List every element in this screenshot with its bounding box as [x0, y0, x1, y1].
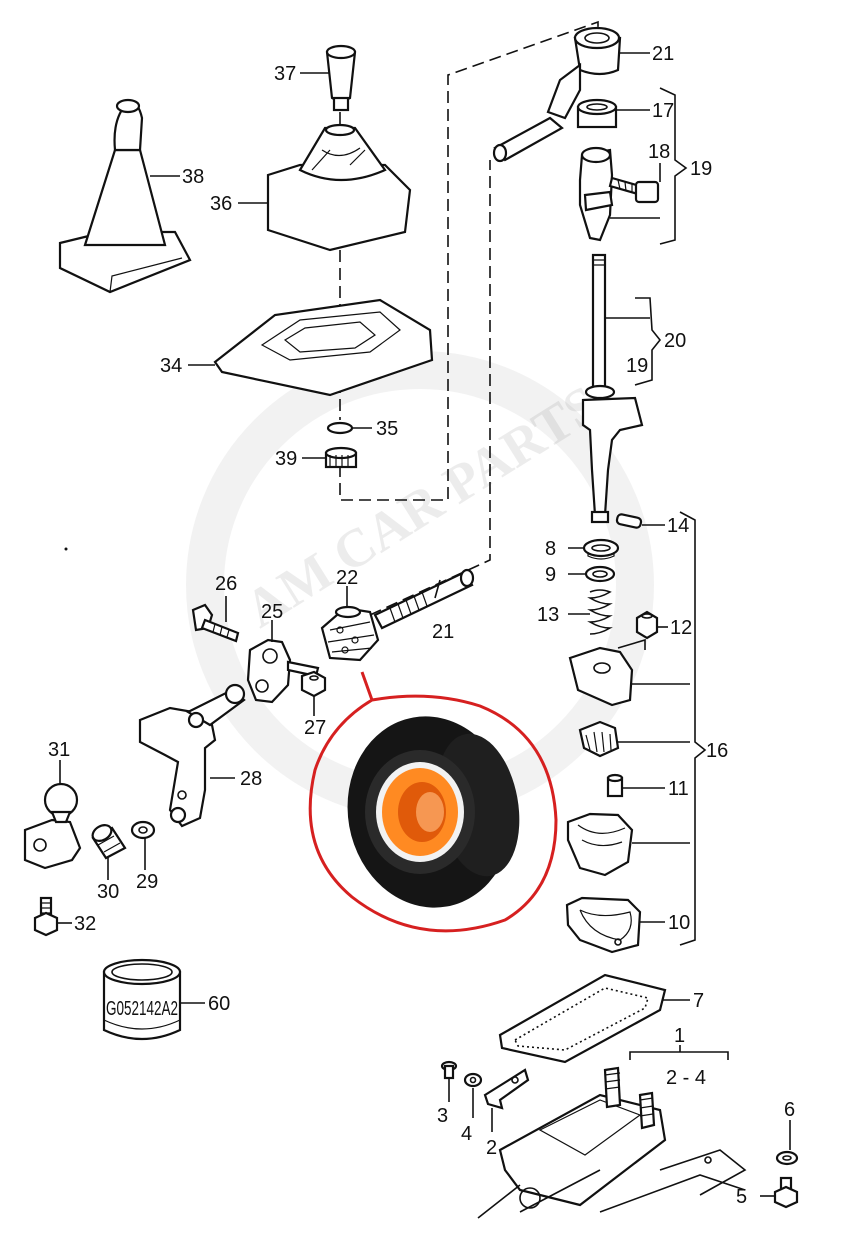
callout-2: 2	[486, 1137, 497, 1159]
part-8-bearing	[582, 538, 620, 560]
callout-30: 30	[97, 881, 119, 903]
callout-4: 4	[461, 1123, 472, 1145]
part-29-washer	[130, 820, 156, 840]
part-9-washer	[584, 565, 616, 583]
part-34-console-cover	[213, 298, 434, 397]
callout-35: 35	[376, 418, 398, 440]
callout-5: 5	[736, 1186, 747, 1208]
part-27-nut	[300, 670, 327, 698]
part-7-gasket	[498, 973, 667, 1064]
part-13-spring	[587, 589, 613, 635]
callout-18: 18	[648, 141, 670, 163]
callout-39: 39	[275, 448, 297, 470]
part-38-shift-boot	[58, 98, 192, 294]
part-5-bolt	[773, 1176, 799, 1209]
part-6-washer	[775, 1150, 799, 1166]
callout-21-top: 21	[652, 43, 674, 65]
callout-3: 3	[437, 1105, 448, 1127]
callout-1: 1	[674, 1025, 685, 1047]
part-21-shift-arm-top	[492, 26, 622, 163]
part-18-bolt	[608, 176, 660, 204]
stray-dot	[64, 547, 68, 551]
callout-28: 28	[240, 768, 262, 790]
callout-29: 29	[136, 871, 158, 893]
callout-19-top: 19	[690, 158, 712, 180]
part-1-housing	[477, 1066, 747, 1219]
callout-14: 14	[667, 515, 689, 537]
part-32-bolt	[33, 896, 59, 937]
part-12-nut	[635, 610, 659, 640]
callout-22: 22	[336, 567, 358, 589]
callout-10: 10	[668, 912, 690, 934]
part-14-pin	[615, 513, 643, 529]
bushing-photo	[347, 716, 520, 908]
callout-34: 34	[160, 355, 182, 377]
part-39-bushing	[324, 446, 358, 469]
callout-36: 36	[210, 193, 232, 215]
highlight-callout	[308, 671, 558, 933]
part-28-selector-lever	[138, 683, 246, 828]
callout-38: 38	[182, 166, 204, 188]
part-36-knob-boot	[266, 123, 412, 252]
part-22-rubber-bushing	[320, 605, 380, 662]
callout-27: 27	[304, 717, 326, 739]
callout-8: 8	[545, 538, 556, 560]
callout-37: 37	[274, 63, 296, 85]
callout-17: 17	[652, 100, 674, 122]
callout-19-mid: 19	[626, 355, 648, 377]
callout-21-rod: 21	[432, 621, 454, 643]
callout-60: 60	[208, 993, 230, 1015]
callout-32: 32	[74, 913, 96, 935]
callout-7: 7	[693, 990, 704, 1012]
callout-20: 20	[664, 330, 686, 352]
part-21-shift-rod	[373, 568, 475, 630]
part-4-washer	[463, 1072, 483, 1088]
part-60-repair-sleeve: G052142A2	[102, 958, 182, 1041]
part-31-ball-joint	[23, 782, 82, 870]
callout-31: 31	[48, 739, 70, 761]
part-37-gear-knob	[325, 44, 357, 112]
part-35-ring	[326, 421, 354, 435]
callout-2-4: 2 - 4	[666, 1067, 706, 1089]
part-30-bushing	[91, 824, 127, 860]
part-19-shifter-socket	[578, 146, 614, 242]
callout-numbers: 37 38 36 34 35 39 21 17 18 19 20 19 14 8…	[48, 43, 795, 1208]
callout-26: 26	[215, 573, 237, 595]
part-3-screw	[440, 1060, 458, 1080]
part-17-bushing	[576, 98, 618, 129]
callout-13: 13	[537, 604, 559, 626]
callout-6: 6	[784, 1099, 795, 1121]
part-26-bolt	[191, 603, 240, 643]
callout-9: 9	[545, 564, 556, 586]
highlight-circle	[308, 671, 558, 933]
part-marking: G052142A2	[106, 998, 178, 1020]
callout-16: 16	[706, 740, 728, 762]
part-20-shift-shaft	[581, 253, 644, 524]
part-16-guide-assembly	[565, 646, 642, 954]
callout-11: 11	[668, 778, 689, 800]
callout-12: 12	[670, 617, 692, 639]
leader-lines	[58, 52, 791, 1197]
callout-25: 25	[261, 601, 283, 623]
